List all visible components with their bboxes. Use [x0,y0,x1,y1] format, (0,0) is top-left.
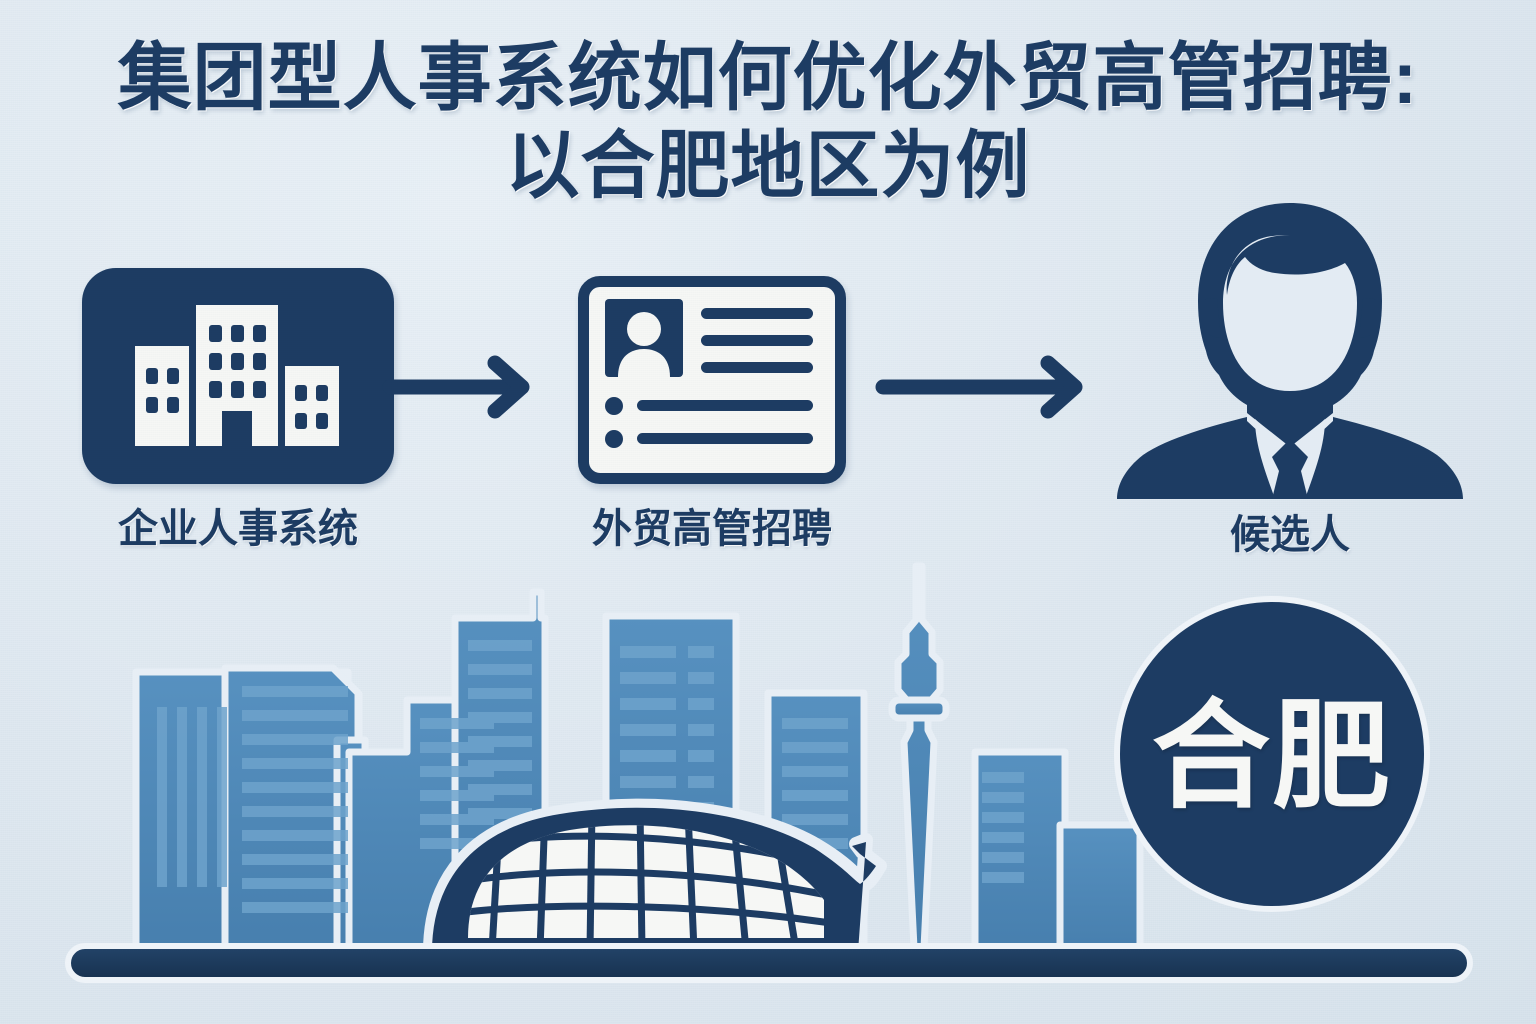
recruitment-card-box[interactable] [578,276,846,484]
hr-system-label: 企业人事系统 [118,507,358,551]
recruitment-label: 外贸高管招聘 [592,507,832,551]
title-line-2: 以合肥地区为例 [505,124,1031,207]
hefei-city-badge[interactable] [1112,594,1432,914]
hr-system-icon-box[interactable] [82,268,394,484]
businessman-icon[interactable] [1105,195,1475,507]
building-windows [157,640,1024,913]
title-line-1: 集团型人事系统如何优化外贸高管招聘: [117,36,1419,119]
arrow-2-icon [875,355,1083,419]
candidate-label: 候选人 [1230,513,1350,557]
office-buildings-icon [135,305,339,446]
ground-bar [65,943,1473,983]
arrow-1-icon [382,355,530,419]
poster-title: 集团型人事系统如何优化外贸高管招聘: 以合肥地区为例 [0,34,1536,210]
hefei-grand-theatre-dome-icon [423,798,887,959]
resume-card-icon [605,299,813,448]
hefei-badge-label: 合肥 [1151,691,1392,823]
